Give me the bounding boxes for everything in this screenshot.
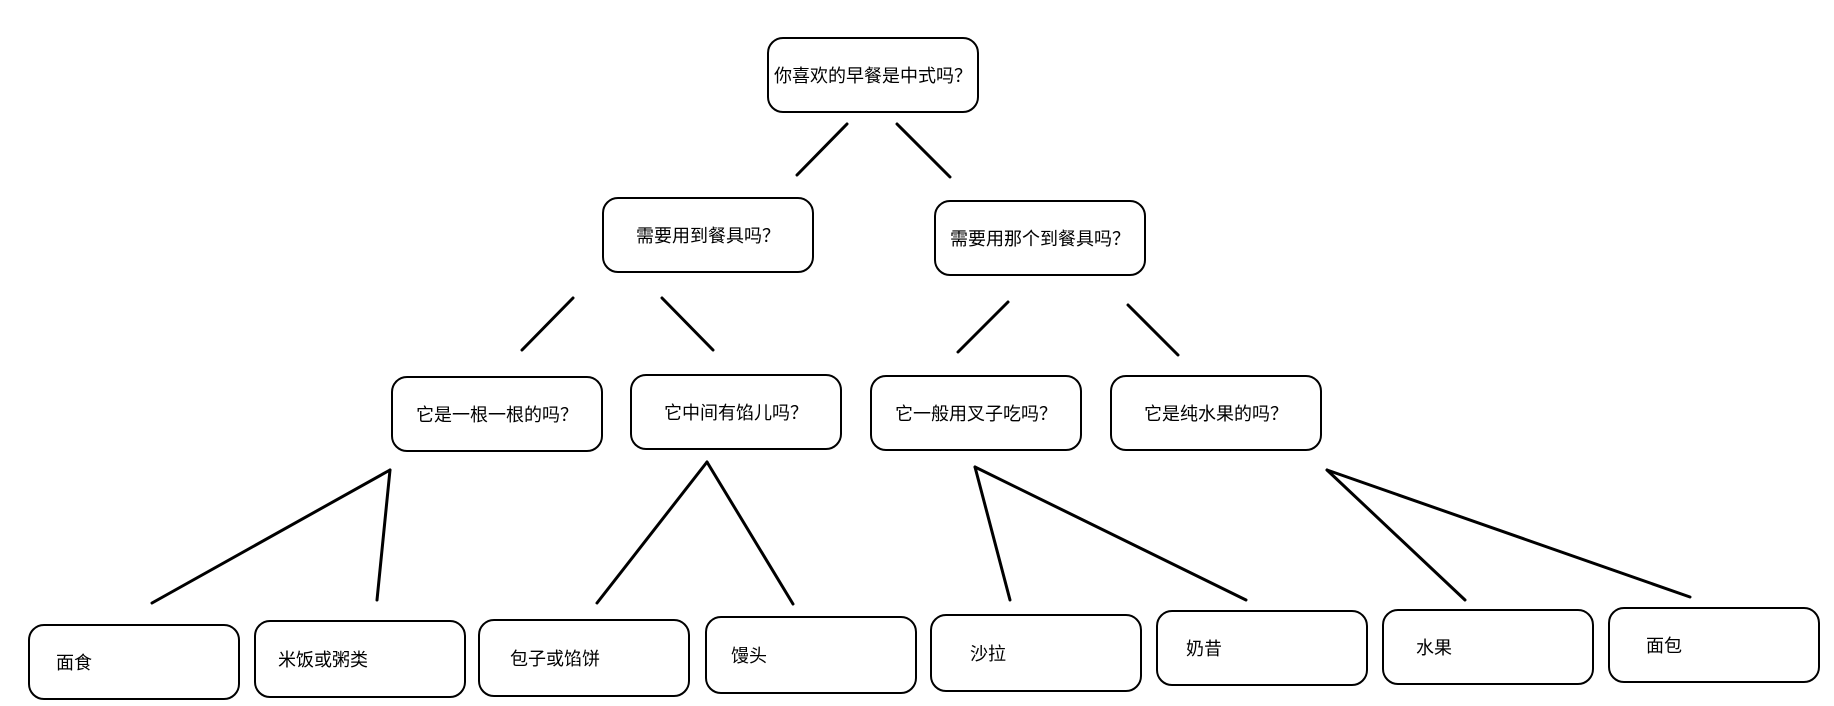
leaf-mantou: 馒头 — [705, 616, 917, 694]
edge-strands-noodles — [150, 468, 392, 605]
node-fork: 它一般用叉子吃吗？ — [870, 375, 1082, 451]
node-filling: 它中间有馅儿吗？ — [630, 374, 842, 450]
leaf-bread: 面包 — [1608, 607, 1820, 683]
leaf-rice-porridge: 米饭或粥类 — [254, 620, 466, 698]
node-pure-fruit: 它是纯水果的吗？ — [1110, 375, 1322, 451]
node-western-utensils: 需要用那个到餐具吗？ — [934, 200, 1146, 276]
leaf-salad: 沙拉 — [930, 614, 1142, 692]
node-strands: 它是一根一根的吗？ — [391, 376, 603, 452]
edge-utensils-filling — [660, 296, 715, 352]
edge-utensils-strands — [520, 296, 575, 352]
edge-strands-rice — [375, 468, 392, 602]
edge-fork-milkshake — [973, 465, 1248, 602]
edge-western-fruit — [1126, 303, 1180, 357]
edge-filling-bun — [595, 460, 709, 605]
edge-fruit-bread — [1325, 468, 1692, 599]
edge-fork-salad — [973, 465, 1012, 602]
edge-root-right — [895, 122, 952, 179]
leaf-bun-pie: 包子或馅饼 — [478, 619, 690, 697]
edge-filling-mantou — [705, 460, 795, 606]
leaf-milkshake: 奶昔 — [1156, 610, 1368, 686]
leaf-noodles: 面食 — [28, 624, 240, 700]
node-root: 你喜欢的早餐是中式吗？ — [767, 37, 979, 113]
leaf-fruit: 水果 — [1382, 609, 1594, 685]
edge-western-fork — [956, 300, 1010, 354]
edge-root-left — [795, 122, 849, 177]
node-chinese-utensils: 需要用到餐具吗？ — [602, 197, 814, 273]
edge-fruit-fruit — [1325, 468, 1467, 602]
